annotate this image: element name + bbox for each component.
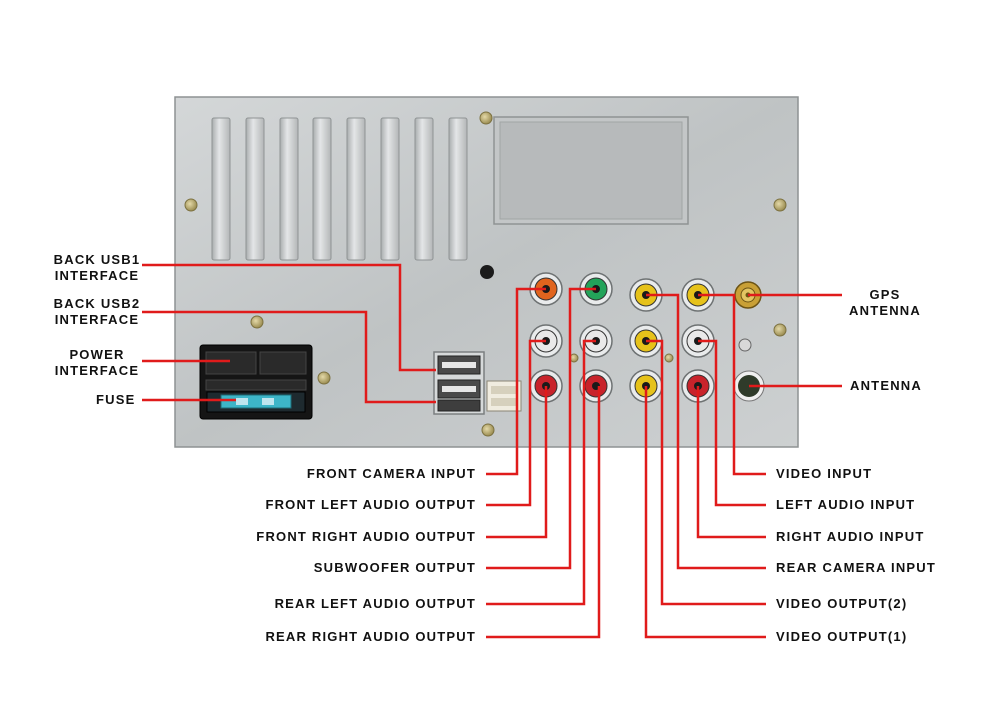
fuse-block <box>206 391 306 413</box>
screw-icons <box>184 111 787 437</box>
leader-line-back-usb2 <box>142 310 436 404</box>
leader-line-front-right-audio-output <box>486 386 548 539</box>
label-antenna: ANTENNA <box>850 378 922 393</box>
label-front-left-audio-output: FRONT LEFT AUDIO OUTPUT <box>265 497 476 512</box>
leader-line-rear-right-audio-output <box>486 386 601 639</box>
leader-line-video-input <box>698 293 766 476</box>
label-subwoofer-output: SUBWOOFER OUTPUT <box>313 560 476 575</box>
label-rear-camera-input: REAR CAMERA INPUT <box>776 560 937 575</box>
recessed-plate <box>493 116 689 225</box>
label-rear-right-audio-output: REAR RIGHT AUDIO OUTPUT <box>265 629 476 644</box>
leader-line-front-left-audio-output <box>486 339 546 507</box>
label-video-output-2: VIDEO OUTPUT(2) <box>776 596 908 611</box>
leader-line-left-audio-input <box>698 339 766 507</box>
label-front-camera-input: FRONT CAMERA INPUT <box>306 466 476 481</box>
leader-line-video-output-2 <box>646 339 766 606</box>
usb-port-stack <box>433 351 485 415</box>
panel-hole <box>480 265 494 279</box>
indicator-light <box>738 338 752 352</box>
label-fuse: FUSE <box>96 392 136 407</box>
leader-line-rear-left-audio-output <box>486 339 596 606</box>
label-front-right-audio-output: FRONT RIGHT AUDIO OUTPUT <box>256 529 476 544</box>
label-rear-left-audio-output: REAR LEFT AUDIO OUTPUT <box>274 596 476 611</box>
leader-lines <box>142 263 842 639</box>
label-video-output-1: VIDEO OUTPUT(1) <box>776 629 908 644</box>
leader-line-front-camera-input <box>486 287 546 476</box>
leader-line-subwoofer-output <box>486 287 596 570</box>
label-video-input: VIDEO INPUT <box>776 466 873 481</box>
label-left-audio-input: LEFT AUDIO INPUT <box>776 497 916 512</box>
leader-line-rear-camera-input <box>646 293 766 570</box>
small-white-connector <box>486 380 522 412</box>
label-right-audio-input: RIGHT AUDIO INPUT <box>776 529 925 544</box>
heat-sink-fins <box>211 117 468 261</box>
leader-line-back-usb1 <box>142 263 436 372</box>
leader-line-video-output-1 <box>644 386 766 639</box>
leader-line-right-audio-input <box>696 386 766 539</box>
